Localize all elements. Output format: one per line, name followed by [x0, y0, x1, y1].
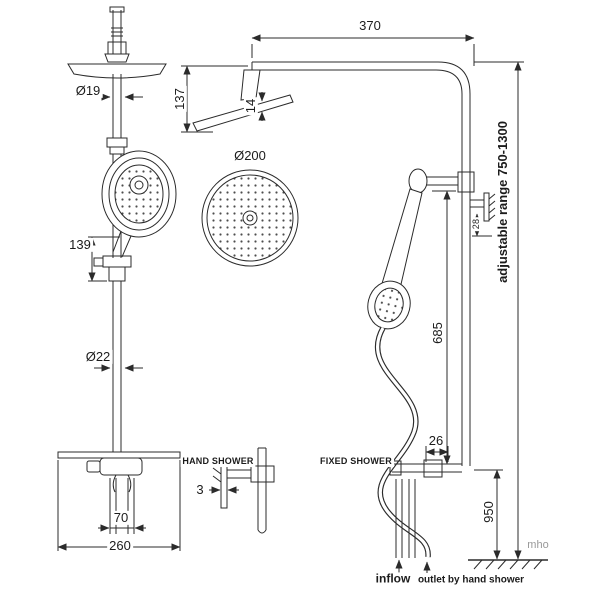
rain-head-front — [67, 63, 167, 79]
dim-adjustable-range: adjustable range 750-1300 — [494, 119, 511, 285]
shower-hose — [374, 326, 431, 558]
dimension-lines — [57, 34, 524, 573]
label-inflow: inflow — [373, 571, 413, 586]
riser-pipe — [461, 94, 471, 466]
slider-bracket — [93, 255, 132, 282]
label-fixed-shower: FIXED SHOWER — [318, 456, 394, 467]
dim-inlet-height: 950 — [480, 499, 497, 525]
label-outlet: outlet by hand shower — [415, 574, 527, 586]
dim-head-diameter: Ø200 — [232, 147, 268, 164]
head-connector — [104, 53, 130, 63]
dim-head-joint: 14 — [242, 96, 259, 116]
dim-head-drop: 137 — [171, 86, 188, 112]
label-hand-shower: HAND SHOWER — [180, 456, 256, 467]
dim-lower-pipe-diameter: Ø22 — [83, 348, 113, 365]
shelf — [57, 451, 181, 459]
hand-shower-side — [367, 188, 423, 330]
holder-arm — [426, 176, 458, 186]
fixed-shower-bracket — [389, 459, 462, 478]
side-view — [192, 61, 548, 570]
dim-riser-length: 685 — [429, 320, 446, 346]
dim-upper-pipe-diameter: Ø19 — [73, 82, 103, 99]
mixer-valve — [86, 457, 143, 493]
hand-shower-bracket-detail — [212, 447, 275, 534]
dim-arm-length: 370 — [357, 17, 383, 34]
floor-hatch — [468, 559, 548, 570]
dim-valve-spacing: 70 — [111, 509, 131, 526]
dim-holder-bracket-detail: 28 — [471, 216, 482, 232]
dim-bracket-width: 26 — [426, 432, 446, 449]
shower-arm — [251, 61, 471, 95]
label-watermark: mho — [527, 538, 549, 551]
head-face-detail — [201, 169, 299, 267]
inlet-pipes-side — [395, 479, 416, 558]
riser-joint — [457, 171, 475, 193]
ball-joint — [240, 69, 261, 101]
wall-holder-detail — [470, 192, 496, 222]
inlet-pipes-front — [109, 478, 135, 534]
hand-shower-front — [101, 150, 177, 258]
front-view — [57, 6, 181, 534]
dim-holder-spacing: 139 — [67, 236, 93, 253]
dim-plate-thickness: 3 — [194, 481, 206, 498]
dim-shelf-width: 260 — [107, 537, 133, 554]
